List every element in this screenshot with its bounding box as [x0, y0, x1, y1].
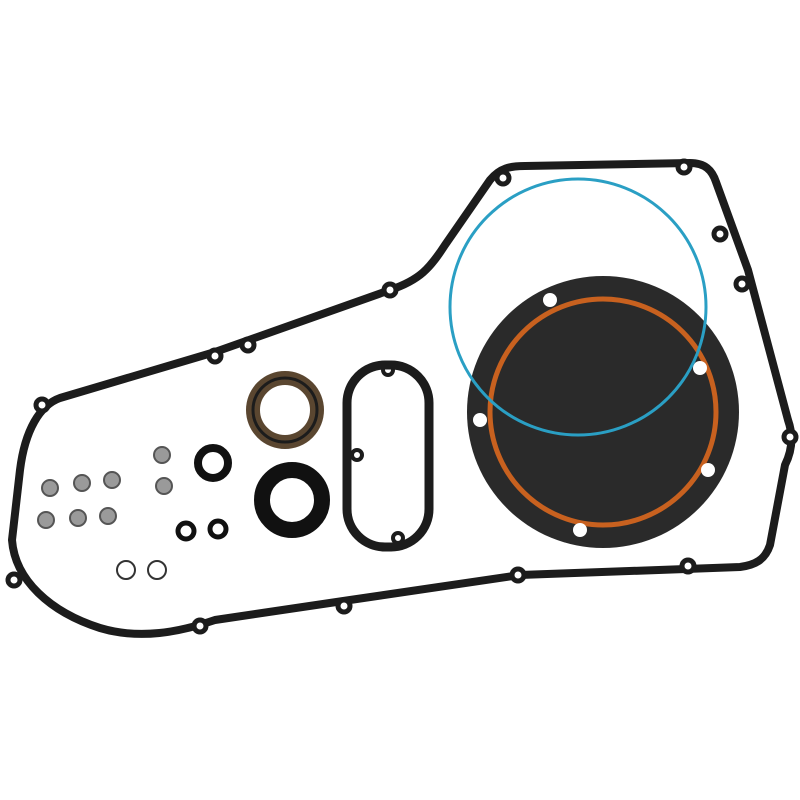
lock-tab [69, 509, 87, 527]
o-ring-small [207, 518, 229, 540]
oil-seal-black [254, 462, 330, 538]
derby-cover-gasket [467, 276, 739, 548]
bolt-hole [239, 336, 257, 354]
lock-tabs [37, 446, 173, 529]
o-ring-thin [116, 560, 136, 580]
bolt-hole [381, 281, 399, 299]
orange-ring [487, 296, 719, 528]
lock-tab [153, 446, 171, 464]
lock-tab [99, 507, 117, 525]
bolt-hole [5, 571, 23, 589]
gasket-outline [8, 159, 796, 638]
bolt-hole [206, 347, 224, 365]
o-ring-small [175, 520, 197, 542]
bolt-hole [679, 557, 697, 575]
bolt-hole [494, 169, 512, 187]
derby-disc [467, 276, 739, 548]
bolt-hole [33, 396, 51, 414]
lock-tab [103, 471, 121, 489]
bolt-holes [5, 158, 799, 635]
bolt-hole [350, 448, 364, 462]
bolt-hole [781, 428, 799, 446]
bolt-hole [335, 597, 353, 615]
bolt-hole [675, 158, 693, 176]
bolt-hole [191, 617, 209, 635]
small-seal [194, 444, 232, 482]
lock-tab [73, 474, 91, 492]
bolt-hole [733, 275, 751, 293]
lock-tab [37, 511, 55, 529]
blue-o-ring [448, 177, 708, 437]
inspection-cover-gasket [342, 360, 434, 552]
o-ring-thin [147, 560, 167, 580]
lock-tab [155, 477, 173, 495]
bolt-hole [711, 225, 729, 243]
primary-cover-gasket [8, 159, 796, 638]
bolt-hole [509, 566, 527, 584]
lock-tab [41, 479, 59, 497]
